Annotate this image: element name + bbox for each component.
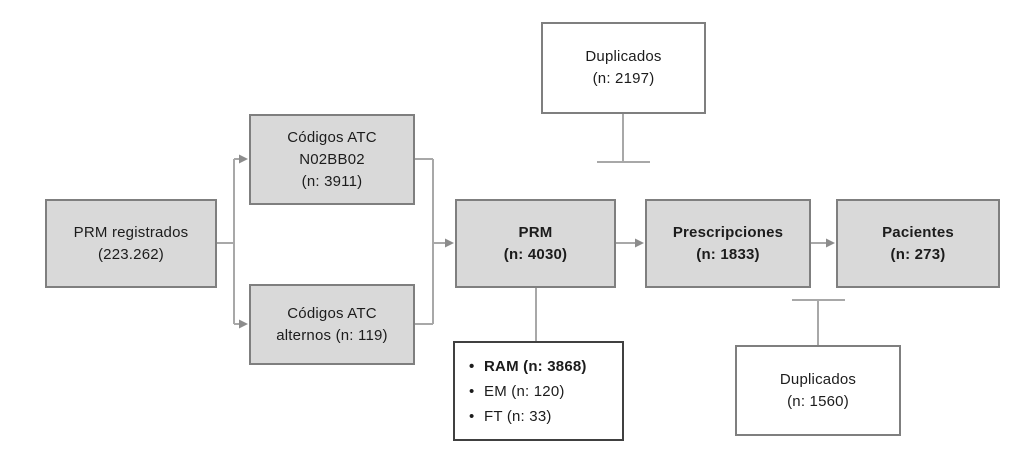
box-prescripciones-count: (n: 1833) (696, 245, 760, 263)
categorias-prm-list: RAM (n: 3868) EM (n: 120) FT (n: 33) (467, 354, 587, 429)
box-prescripciones: Prescripciones (n: 1833) (645, 199, 811, 288)
box-pacientes-count: (n: 273) (890, 245, 946, 263)
box-codigos-atc-n02bb02-code: N02BB02 (299, 150, 365, 168)
box-codigos-atc-alternos-label: Códigos ATC (287, 304, 377, 322)
box-prm-registrados-label: PRM registrados (73, 223, 189, 241)
categorias-prm-item-em: EM (n: 120) (467, 379, 587, 404)
categorias-prm-item-ram: RAM (n: 3868) (467, 354, 587, 379)
box-codigos-atc-n02bb02-count: (n: 3911) (301, 172, 363, 190)
box-prm: PRM (n: 4030) (455, 199, 616, 288)
box-prescripciones-label: Prescripciones (672, 223, 784, 241)
arrowhead-pacientes (826, 238, 835, 248)
box-duplicados-top-label: Duplicados (585, 48, 662, 65)
box-prm-registrados-count: (223.262) (97, 245, 164, 263)
box-codigos-atc-n02bb02: Códigos ATC N02BB02 (n: 3911) (249, 114, 415, 205)
box-categorias-prm: RAM (n: 3868) EM (n: 120) FT (n: 33) (453, 341, 624, 441)
arrowhead-prescripciones (635, 238, 644, 248)
box-pacientes: Pacientes (n: 273) (836, 199, 1000, 288)
box-prm-count: (n: 4030) (503, 245, 568, 263)
box-codigos-atc-n02bb02-label: Códigos ATC (287, 128, 377, 146)
box-prm-registrados: PRM registrados (223.262) (45, 199, 217, 288)
box-duplicados-bottom: Duplicados (n: 1560) (735, 345, 901, 436)
categorias-prm-item-ft: FT (n: 33) (467, 404, 587, 429)
arrowhead-prm (445, 238, 454, 248)
box-duplicados-top: Duplicados (n: 2197) (541, 22, 706, 114)
box-duplicados-bottom-count: (n: 1560) (787, 392, 849, 410)
box-codigos-atc-alternos-count: alternos (n: 119) (276, 326, 388, 344)
arrowhead-no2bb02 (239, 154, 248, 164)
box-codigos-atc-alternos: Códigos ATC alternos (n: 119) (249, 284, 415, 365)
arrowhead-alternos (239, 319, 248, 329)
box-duplicados-top-count: (n: 2197) (592, 70, 655, 87)
box-duplicados-bottom-label: Duplicados (779, 370, 857, 388)
box-pacientes-label: Pacientes (882, 223, 954, 241)
box-prm-label: PRM (518, 223, 553, 241)
